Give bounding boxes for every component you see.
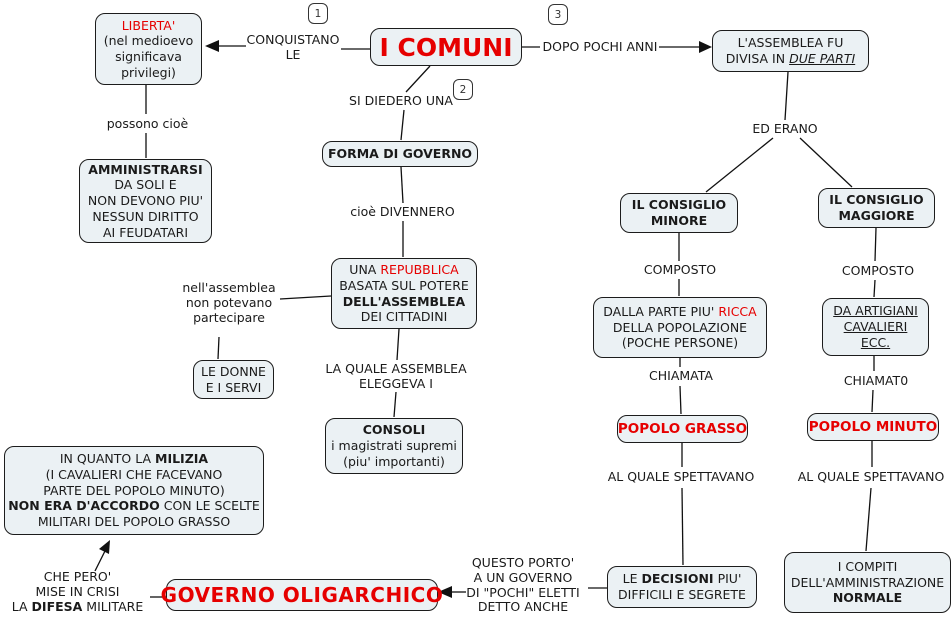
link-nell-assemblea[interactable]: nell'assemblea non potevano partecipare [182, 280, 276, 325]
link-si-diedero-una[interactable]: SI DIEDERO UNA [349, 93, 453, 108]
node-consoli[interactable]: CONSOLI i magistrati supremi (piu' impor… [325, 418, 463, 474]
node-consiglio-maggiore[interactable]: IL CONSIGLIO MAGGIORE [818, 188, 935, 228]
link-composto-right[interactable]: COMPOSTO [841, 263, 915, 278]
link-questo-porto[interactable]: QUESTO PORTO' A UN GOVERNO DI "POCHI" EL… [466, 555, 580, 615]
link-al-quale-spettavano-left[interactable]: AL QUALE SPETTAVANO [607, 469, 755, 484]
arrowhead-right-assemblea [699, 41, 712, 53]
node-consiglio-minore[interactable]: IL CONSIGLIO MINORE [620, 193, 738, 233]
node-liberta[interactable]: LIBERTA' (nel medioevo significava privi… [95, 13, 202, 85]
link-ed-erano[interactable]: ED ERANO [752, 121, 818, 136]
link-al-quale-spettavano-right[interactable]: AL QUALE SPETTAVANO [797, 469, 945, 484]
link-dopo-pochi-anni[interactable]: DOPO POCHI ANNI [542, 39, 658, 54]
node-assemblea-divisa[interactable]: L'ASSEMBLEA FU DIVISA IN DUE PARTI [712, 30, 869, 72]
node-comuni[interactable]: I COMUNI [370, 28, 522, 66]
link-chiamato[interactable]: CHIAMAT0 [843, 373, 909, 388]
node-forma-governo[interactable]: FORMA DI GOVERNO [322, 141, 478, 167]
node-repubblica[interactable]: UNA REPUBBLICA BASATA SUL POTERE DELL'AS… [331, 258, 477, 329]
link-possono-cioe[interactable]: possono cioè [106, 116, 189, 131]
node-milizia[interactable]: IN QUANTO LA MILIZIA (I CAVALIERI CHE FA… [4, 446, 264, 535]
arrowhead-up-milizia [99, 540, 110, 554]
node-artigiani[interactable]: DA ARTIGIANI CAVALIERI ECC. [822, 298, 929, 356]
arrowhead-left-governo [438, 586, 452, 598]
node-governo-oligarchico[interactable]: GOVERNO OLIGARCHICO [161, 579, 443, 611]
link-chiamata[interactable]: CHIAMATA [649, 368, 713, 383]
link-conquistano-le[interactable]: CONQUISTANO LE [246, 32, 340, 62]
node-comuni-label: I COMUNI [379, 32, 513, 62]
node-parte-ricca[interactable]: DALLA PARTE PIU' RICCA DELLA POPOLAZIONE… [593, 297, 767, 358]
link-che-pero[interactable]: CHE PERO' MISE IN CRISI LA DIFESA MILITA… [11, 569, 144, 614]
link-la-quale-assemblea[interactable]: LA QUALE ASSEMBLEA ELEGGEVA I [325, 361, 467, 391]
node-liberta-title: LIBERTA' [121, 17, 176, 33]
node-popolo-minuto[interactable]: POPOLO MINUTO [807, 413, 939, 441]
node-decisioni[interactable]: LE DECISIONI PIU' DIFFICILI E SEGRETE [607, 566, 757, 608]
arrowhead-left-liberta [205, 40, 219, 52]
link-composto-left[interactable]: COMPOSTO [643, 262, 717, 277]
marker-1[interactable]: 1 [308, 3, 328, 24]
marker-3[interactable]: 3 [548, 4, 568, 25]
link-cioe-divennero[interactable]: cioè DIVENNERO [350, 204, 455, 219]
node-compiti[interactable]: I COMPITI DELL'AMMINISTRAZIONE NORMALE [784, 552, 951, 613]
node-popolo-grasso[interactable]: POPOLO GRASSO [617, 415, 748, 443]
node-donne-servi[interactable]: LE DONNE E I SERVI [193, 360, 274, 399]
marker-2[interactable]: 2 [453, 79, 473, 100]
node-amministrarsi[interactable]: AMMINISTRARSI DA SOLI E NON DEVONO PIU' … [79, 159, 212, 243]
